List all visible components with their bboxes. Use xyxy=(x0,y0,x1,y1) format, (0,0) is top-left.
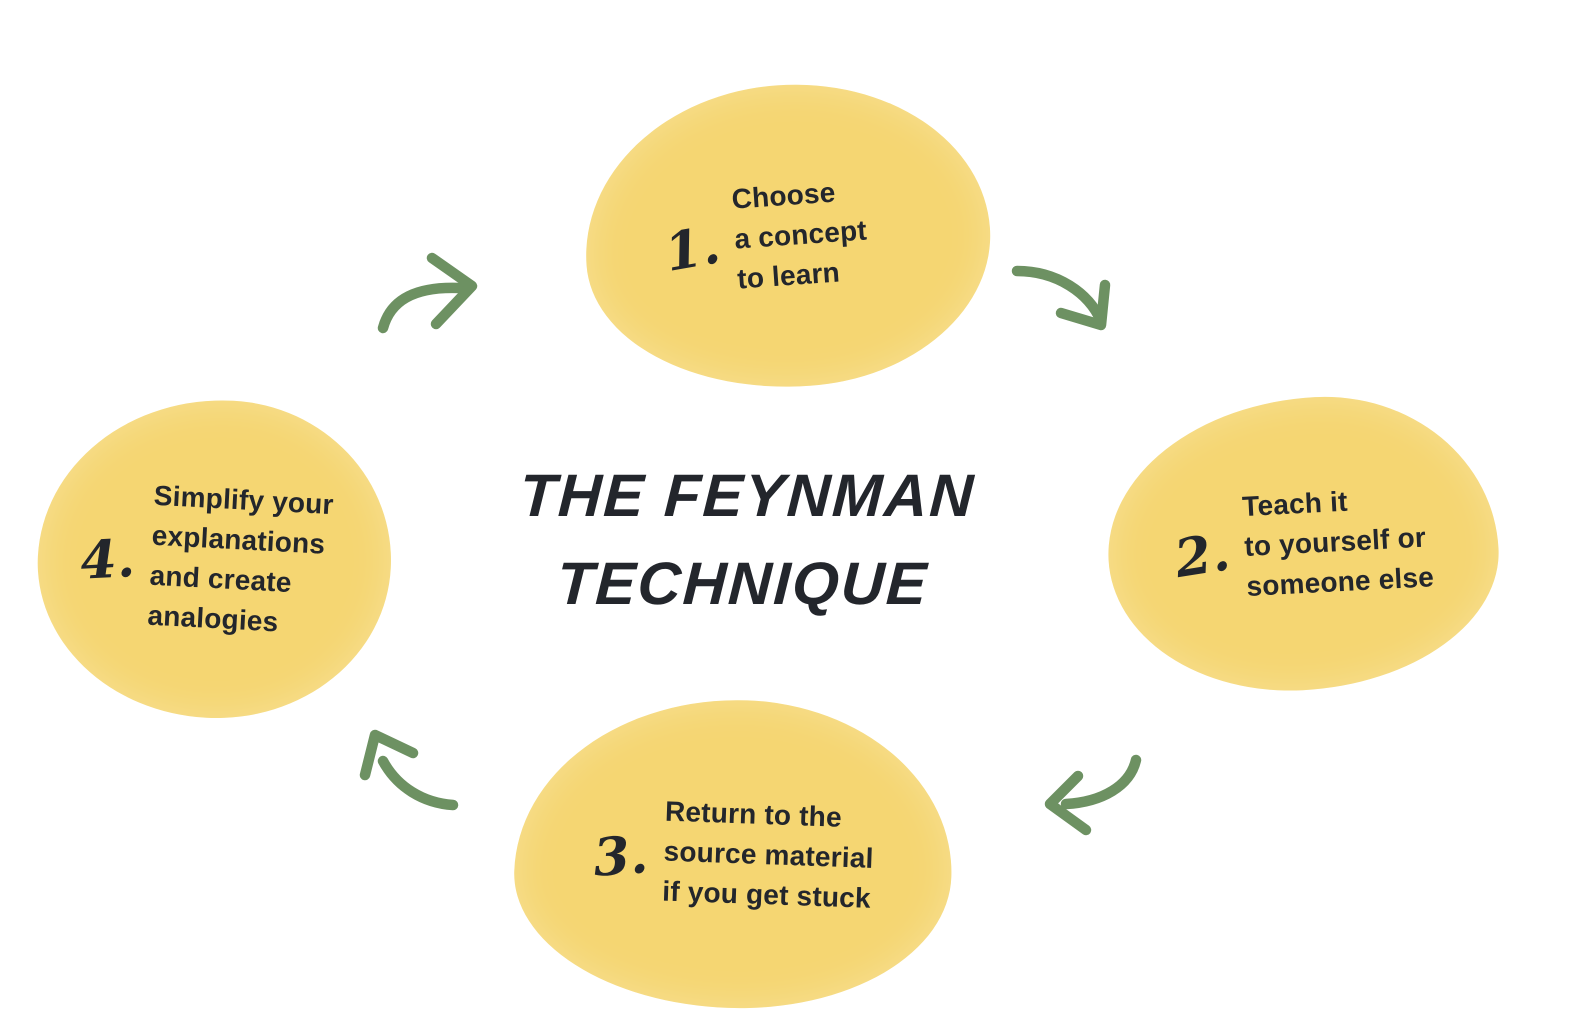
curved-arrow-up-right-icon xyxy=(368,246,488,346)
step-4-number: 4. xyxy=(79,527,137,592)
step-blob-1: 1. Choose a concept to learn xyxy=(574,71,1001,401)
step-1-content: 1. Choose a concept to learn xyxy=(575,71,1000,401)
step-blob-4: 4. Simplify your explanations and create… xyxy=(29,390,400,728)
title-line-1: THE FEYNMAN xyxy=(517,462,977,529)
step-3-content: 3. Return to the source material if you … xyxy=(510,692,957,1015)
step-1-text: Choose a concept to learn xyxy=(730,176,868,295)
step-3-number: 3. xyxy=(591,823,651,889)
step-2-content: 2. Teach it to yourself or someone else xyxy=(1101,388,1506,700)
step-4-content: 4. Simplify your explanations and create… xyxy=(30,391,399,727)
step-4-text: Simplify your explanations and create an… xyxy=(146,479,335,638)
step-2-number: 2. xyxy=(1170,520,1234,590)
step-3-text: Return to the source material if you get… xyxy=(661,795,875,914)
curved-arrow-up-left-icon xyxy=(353,723,468,828)
step-blob-3: 3. Return to the source material if you … xyxy=(509,692,958,1016)
curved-arrow-down-left-icon xyxy=(1038,742,1150,847)
step-2-text: Teach it to yourself or someone else xyxy=(1241,485,1435,602)
step-blob-2: 2. Teach it to yourself or someone else xyxy=(1100,387,1506,701)
step-1-number: 1. xyxy=(660,213,725,284)
diagram-title: THE FEYNMAN TECHNIQUE xyxy=(440,452,1049,628)
curved-arrow-down-right-icon xyxy=(1005,255,1125,350)
title-line-2: TECHNIQUE xyxy=(555,550,931,617)
